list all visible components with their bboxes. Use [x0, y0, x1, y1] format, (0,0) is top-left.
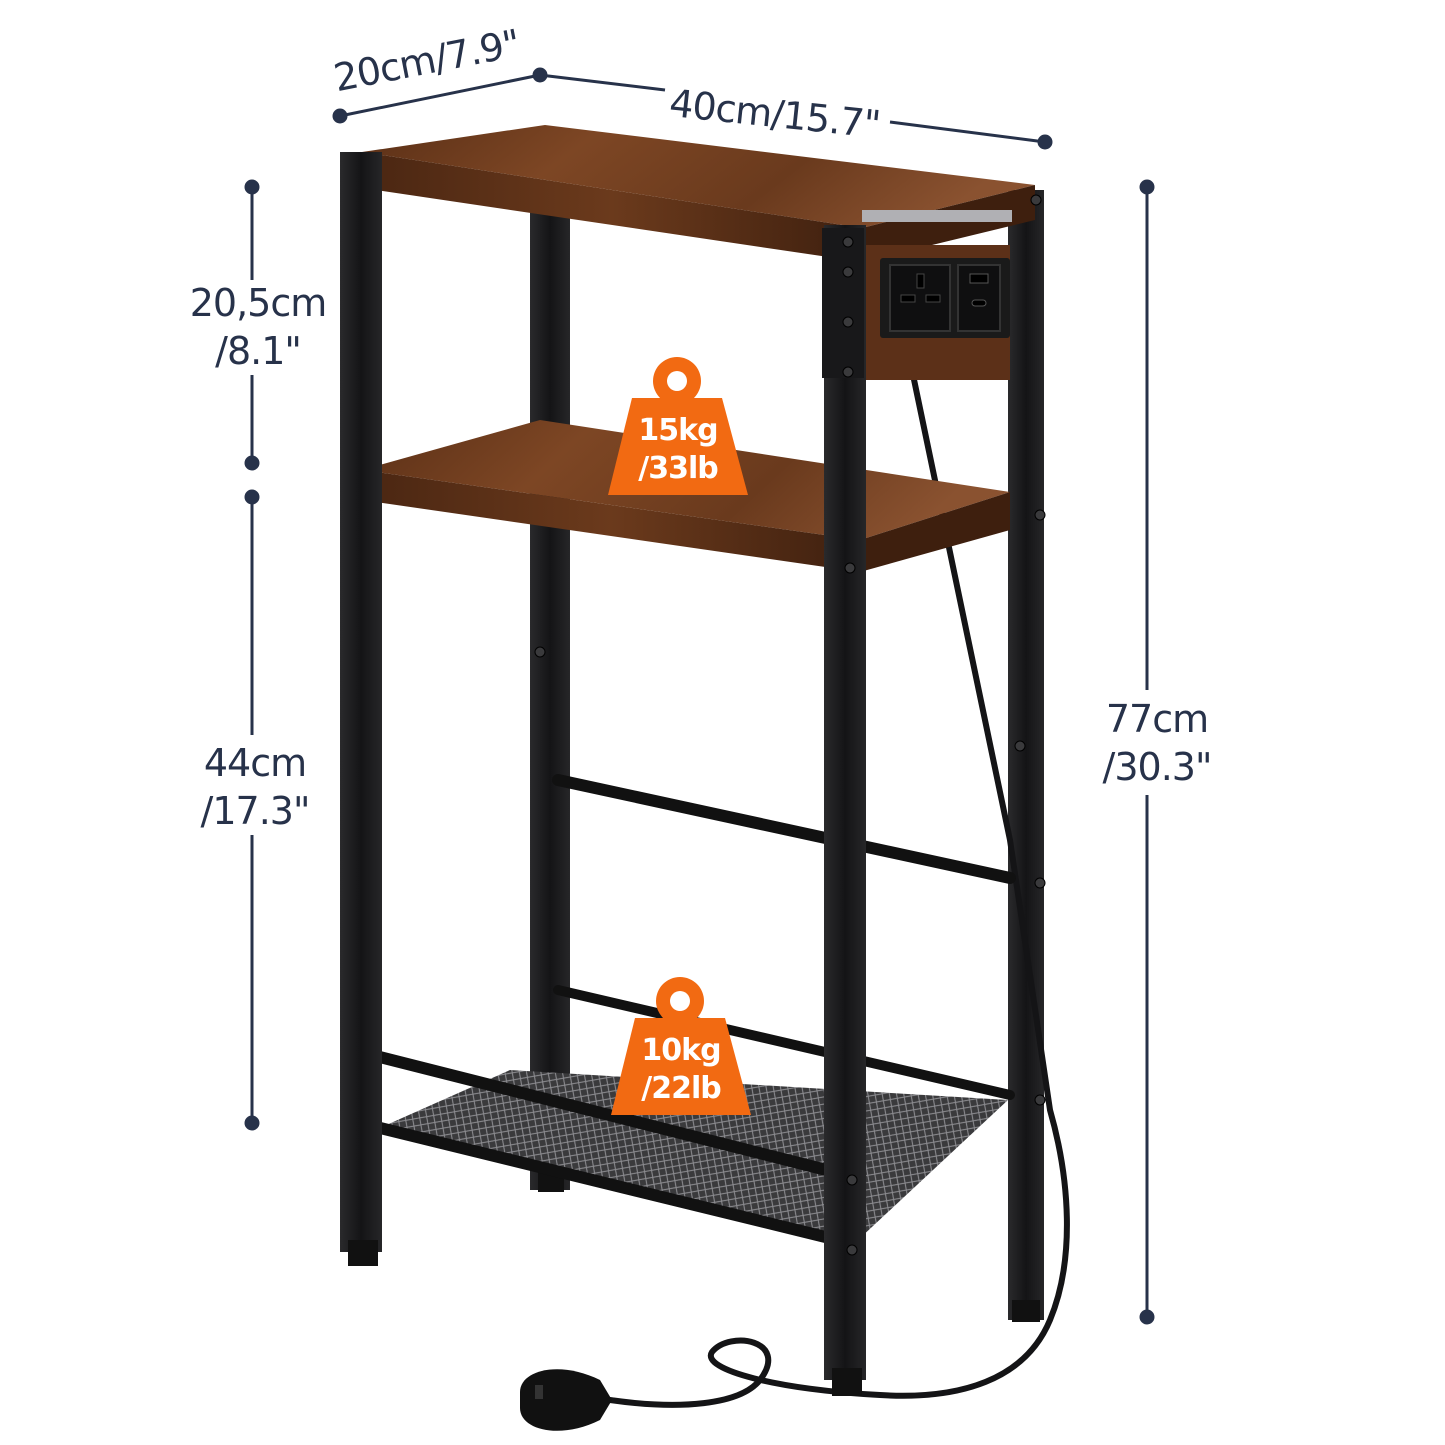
power-socket-icon — [889, 264, 951, 332]
weight-icon — [608, 357, 748, 495]
bottom-basket-load-lb: /22lb — [641, 1071, 721, 1106]
back-left-leg — [530, 205, 570, 1190]
middle-shelf-load-kg: 15kg — [638, 413, 718, 448]
top-shelf — [362, 125, 1035, 228]
dimension-lines — [244, 67, 1155, 1325]
upper-gap-label-in: /8.1" — [215, 329, 302, 373]
power-cable — [607, 367, 1070, 1408]
lower-gap-label-in: /17.3" — [200, 789, 311, 833]
back-right-leg — [1008, 190, 1044, 1320]
front-left-leg — [340, 152, 382, 1252]
weight-icon — [611, 977, 751, 1115]
upper-gap-label-cm: 20,5cm — [189, 281, 328, 325]
height-label-in: /30.3" — [1102, 745, 1213, 789]
uk-plug-icon — [520, 1369, 612, 1431]
middle-shelf-load-lb: /33lb — [638, 451, 718, 486]
bottom-basket-load-kg: 10kg — [641, 1033, 721, 1068]
height-label-cm: 77cm — [1105, 697, 1209, 741]
usb-port-icon — [957, 264, 1001, 332]
lower-gap-label-cm: 44cm — [203, 741, 307, 785]
front-right-leg — [824, 225, 866, 1380]
